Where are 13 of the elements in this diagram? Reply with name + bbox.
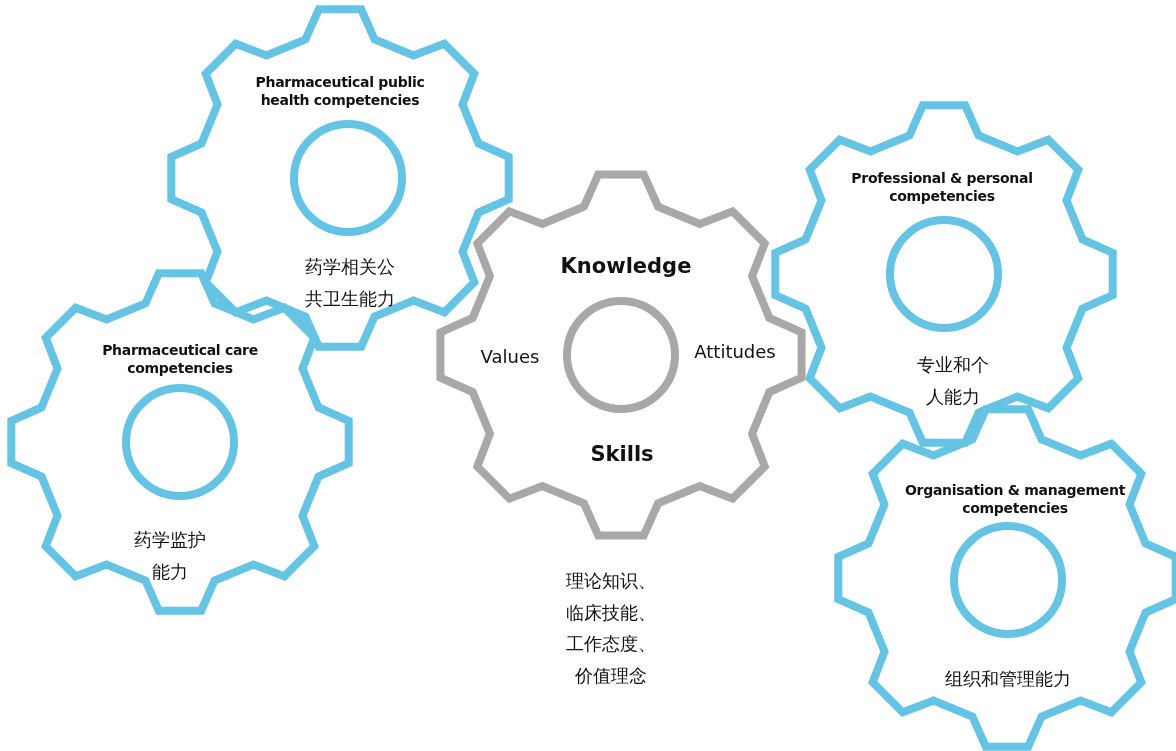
- gear-caption: 理论知识、临床技能、工作态度、价值理念: [565, 569, 657, 688]
- gear-label: Knowledge: [559, 253, 693, 281]
- gear-caption: 药学监护能力: [133, 527, 207, 583]
- gear-caption: 专业和个人能力: [916, 352, 990, 408]
- gear-heading: Organisation & management competencies: [903, 480, 1127, 518]
- gear-caption: 药学相关公共卫生能力: [304, 254, 396, 310]
- gear-heading: Pharmaceutical public health competencies: [254, 72, 426, 110]
- gear-heading: Professional & personal competencies: [850, 168, 1034, 206]
- gear-label: Skills: [589, 441, 655, 469]
- gear-caption: 组织和管理能力: [944, 667, 1072, 692]
- gear-label: Values: [479, 345, 541, 369]
- gear-label: Attitudes: [693, 340, 777, 364]
- gear-heading: Pharmaceutical care competencies: [101, 340, 259, 378]
